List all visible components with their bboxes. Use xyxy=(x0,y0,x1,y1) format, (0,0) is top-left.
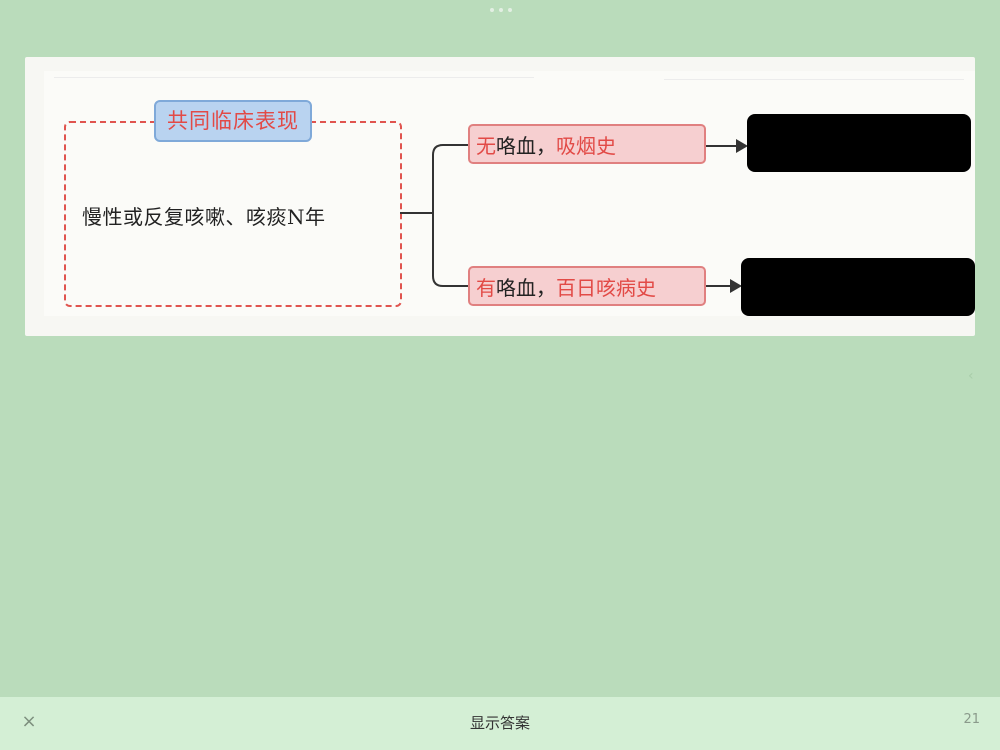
condition-middle: 咯血， xyxy=(496,134,556,158)
dot xyxy=(499,8,503,12)
condition-prefix: 有 xyxy=(476,276,496,300)
branch-line-lower xyxy=(432,213,468,287)
faint-scan-line xyxy=(54,77,534,78)
connector-lines xyxy=(400,139,748,293)
faint-scan-line xyxy=(664,79,964,80)
arrow-head-lower xyxy=(730,279,742,293)
title-badge: 共同临床表现 xyxy=(154,100,312,142)
common-symptom-text: 慢性或反复咳嗽、咳痰N年 xyxy=(82,205,326,229)
question-card: 共同临床表现 慢性或反复咳嗽、咳痰N年 无咯血，吸烟史 有咯血，百日咳病史 xyxy=(25,57,975,336)
dot xyxy=(490,8,494,12)
condition-box-no-hemoptysis: 无咯血，吸烟史 xyxy=(468,124,706,164)
redacted-answer-lower xyxy=(741,258,975,316)
condition-middle: 咯血， xyxy=(496,276,556,300)
branch-line-upper xyxy=(432,144,468,213)
page-indicator-dots xyxy=(490,8,512,12)
close-icon[interactable]: × xyxy=(21,711,37,732)
dot xyxy=(508,8,512,12)
page-number: 21 xyxy=(963,712,980,727)
chevron-left-icon[interactable]: ‹ xyxy=(968,368,974,384)
condition-suffix: 百日咳病史 xyxy=(556,276,656,300)
condition-prefix: 无 xyxy=(476,134,496,158)
diagram-image: 共同临床表现 慢性或反复咳嗽、咳痰N年 无咯血，吸烟史 有咯血，百日咳病史 xyxy=(44,71,975,316)
redacted-answer-upper xyxy=(747,114,971,172)
arrow-head-upper xyxy=(736,139,748,153)
bottom-toolbar: × 显示答案 21 xyxy=(0,697,1000,750)
condition-suffix: 吸烟史 xyxy=(556,134,616,158)
condition-box-with-hemoptysis: 有咯血，百日咳病史 xyxy=(468,266,706,306)
show-answer-button[interactable]: 显示答案 xyxy=(469,714,530,732)
